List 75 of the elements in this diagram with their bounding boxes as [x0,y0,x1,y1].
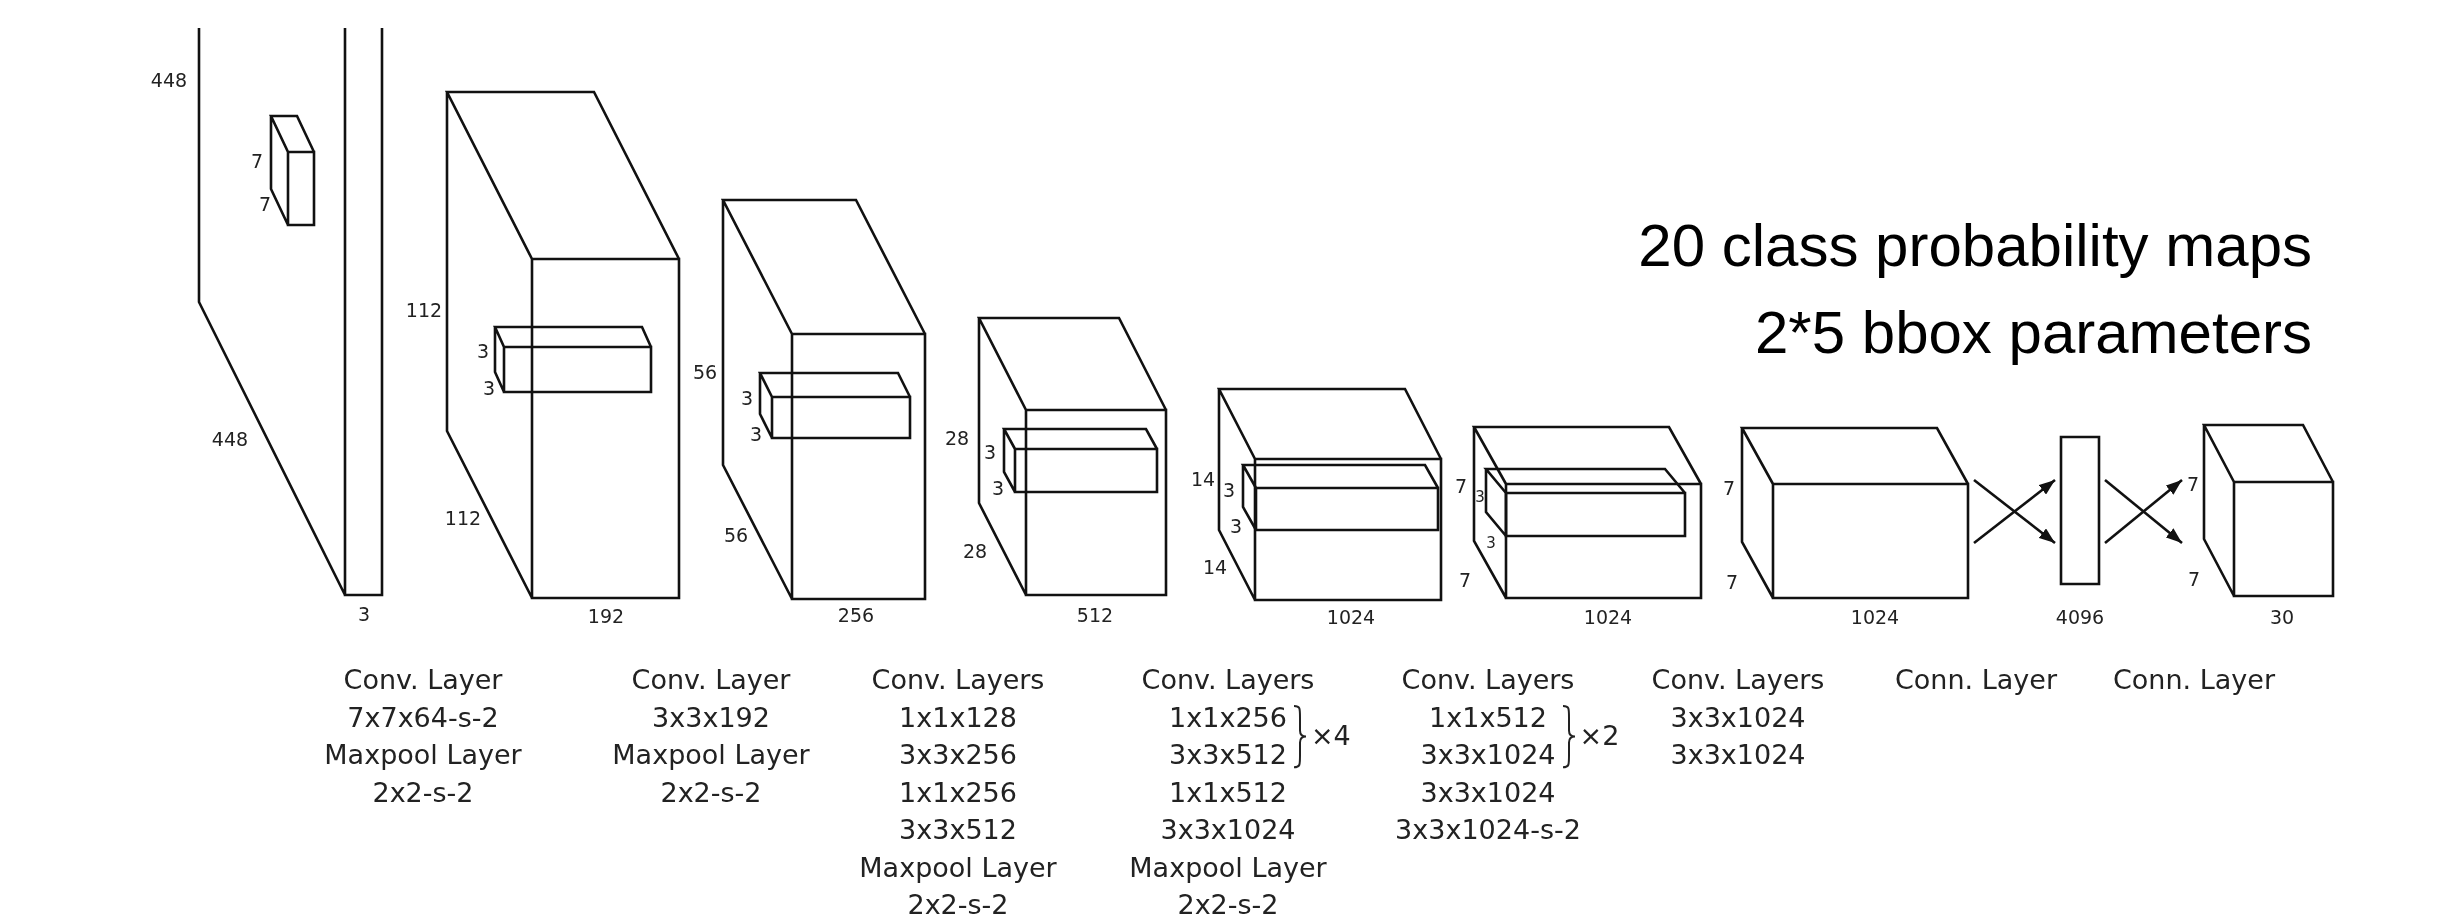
layer-description: Maxpool Layer [1129,852,1327,883]
layer-description: 2x2-s-2 [372,777,474,808]
dimension-label: 7 [258,194,272,214]
layer-description: Maxpool Layer [324,740,522,770]
layer-description: 7x7x64-s-2 [347,702,499,733]
dimension-label: 30 [2269,607,2295,627]
layer-description: 3x3x1024-s-2 [1395,815,1581,845]
dimension-label: 56 [723,525,749,545]
dimension-label: 56 [692,362,718,382]
dimension-label: 3 [983,442,997,462]
layer-description: Conv. Layers [1401,665,1575,695]
layer-description: Conv. Layer [343,665,503,695]
crossed-arrows [2104,479,2183,544]
dimension-label: 3 [991,478,1005,498]
dimension-label: 3 [482,378,496,398]
dimension-label: 256 [837,605,875,625]
repeat-count: ×2 [1579,721,1620,752]
dimension-label: 7 [1725,572,1739,592]
dimension-label: 28 [944,428,970,448]
layer-description: 3x3x1024 [1670,702,1806,733]
dimension-label: 3 [749,424,763,444]
dimension-label: 3 [1486,535,1496,551]
layer-description: Conv. Layers [1141,665,1315,695]
dimension-label: 7 [1454,476,1468,496]
layer-description: Maxpool Layer [859,852,1057,883]
layer-description: Conn. Layer [1895,665,2057,695]
dimension-label: 28 [962,541,988,561]
dimension-label: 7 [2186,474,2200,494]
layer-description: 1x1x256 [1169,702,1287,733]
layer-description: 3x3x1024 [1670,740,1806,770]
layer-description: 1x1x128 [899,702,1017,733]
layer-description: 3x3x1024 [1160,815,1296,845]
output-description: 20 class probability maps [1638,213,2312,279]
dimension-label: 7 [1722,478,1736,498]
layer-description: 3x3x1024 [1420,777,1556,808]
layer-description: 3x3x256 [899,740,1017,770]
dimension-label: 1024 [1326,607,1376,627]
dimension-label: 7 [2187,569,2201,589]
layer-description: 3x3x192 [652,702,770,733]
repeat-count: ×4 [1310,721,1351,752]
layer-description: Conn. Layer [2113,665,2275,695]
layer-description: 3x3x1024 [1420,740,1556,770]
layer-description: 1x1x512 [1169,777,1287,808]
dimension-label: 112 [444,508,482,528]
dimension-label: 3 [476,341,490,361]
layer-description: Conv. Layers [871,665,1045,695]
dimension-label: 4096 [2055,607,2105,627]
layer-description: 2x2-s-2 [660,777,762,808]
dimension-label: 7 [1458,570,1472,590]
output-description: 2*5 bbox parameters [1755,300,2312,366]
dimension-label: 3 [1229,516,1243,536]
layer-description: Conv. Layer [631,665,791,695]
layer-description: Maxpool Layer [612,740,810,770]
layer-description: 2x2-s-2 [1177,890,1279,920]
layer-description: 1x1x256 [899,777,1017,808]
layer-description: 3x3x512 [1169,740,1287,770]
dimension-label: 112 [405,300,443,320]
dimension-label: 448 [211,429,249,449]
dimension-label: 3 [357,604,371,624]
dimension-label: 1024 [1850,607,1900,627]
dimension-label: 3 [740,388,754,408]
layer-description: 3x3x512 [899,815,1017,845]
dimension-label: 14 [1190,469,1216,489]
dimension-label: 1024 [1583,607,1633,627]
crossed-arrows [1973,478,2056,545]
layer-description: Conv. Layers [1651,665,1825,695]
dimension-label: 3 [1475,489,1485,505]
dimension-label: 3 [1222,480,1236,500]
dimension-label: 14 [1202,557,1228,577]
dimension-label: 192 [587,606,625,626]
dimension-label: 512 [1076,605,1114,625]
layer-description: 1x1x512 [1429,702,1547,733]
layer-description: 2x2-s-2 [907,890,1009,920]
dimension-label: 448 [150,70,188,90]
dimension-label: 7 [250,151,264,171]
